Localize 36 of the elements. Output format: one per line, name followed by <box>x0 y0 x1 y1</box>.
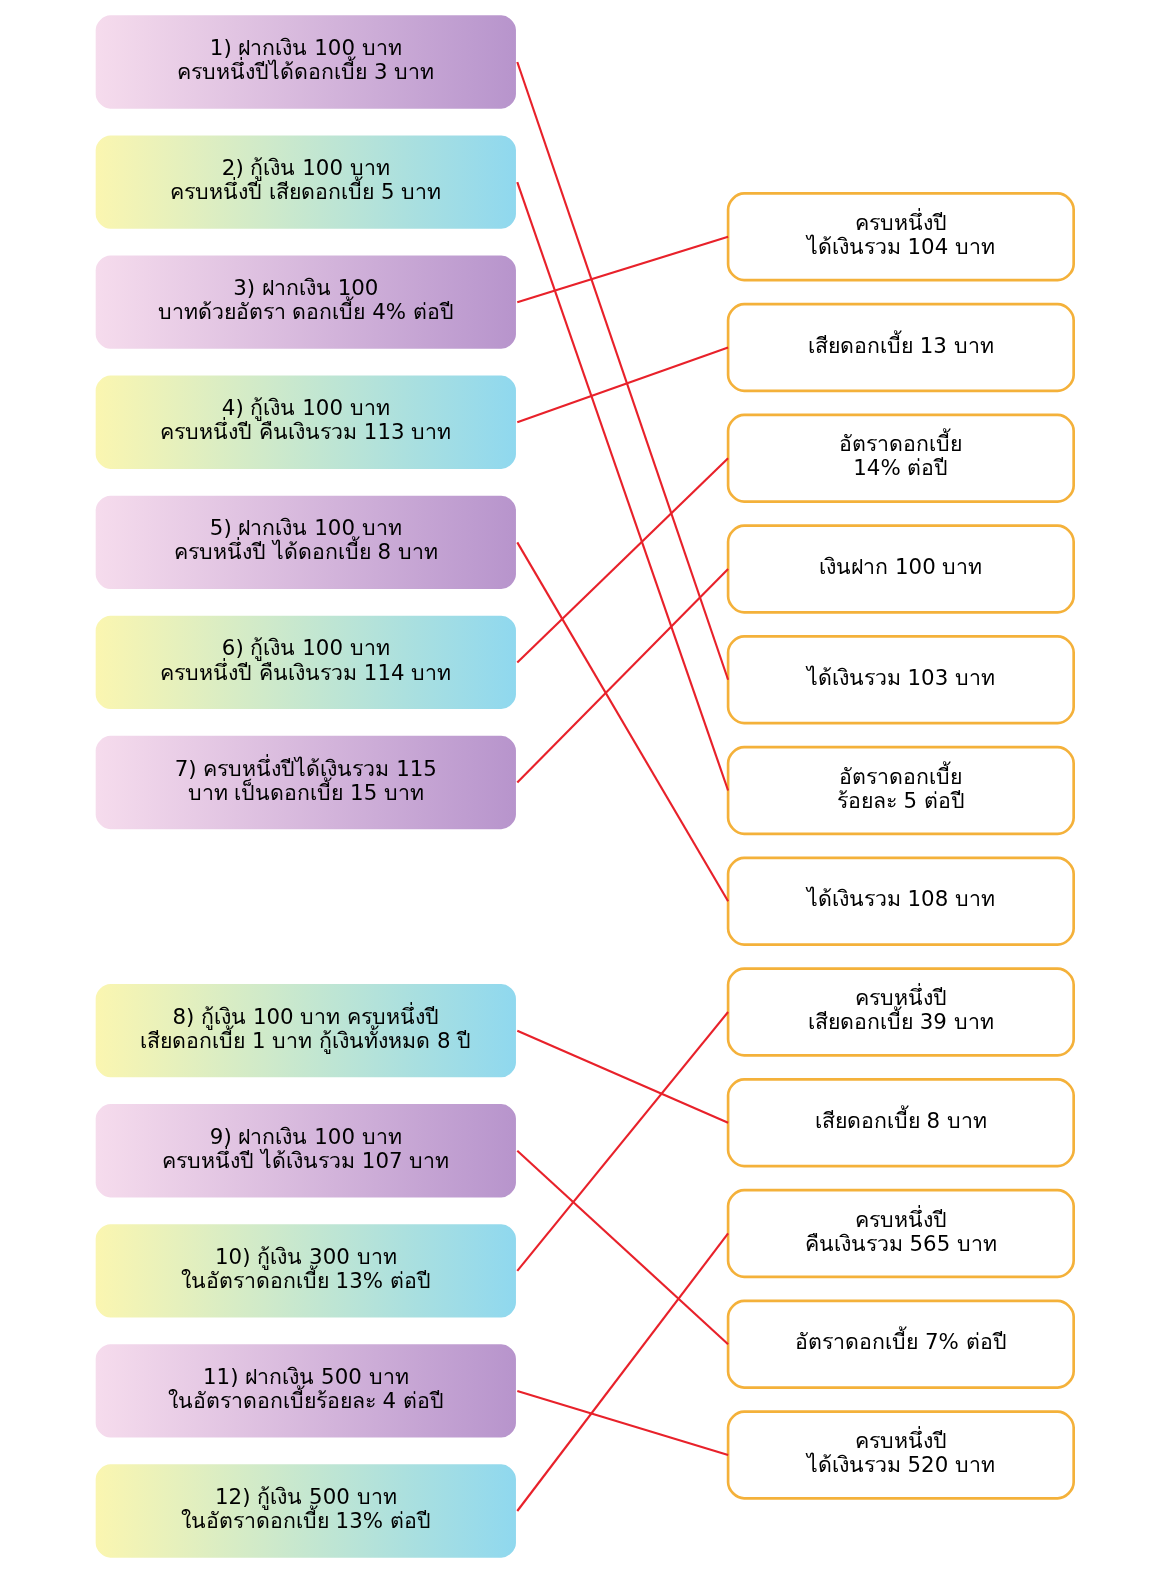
node-box: เสียดอกเบี้ย 8 บาท <box>726 1078 1075 1168</box>
connector <box>516 1232 729 1512</box>
node-box: ครบหนึ่งปี ได้เงินรวม 520 บาท <box>726 1410 1075 1500</box>
connector <box>516 1011 729 1272</box>
node-box: เงินฝาก 100 บาท <box>726 524 1075 614</box>
node-box: 6) กู้เงิน 100 บาท ครบหนึ่งปี คืนเงินรวม 114 บาท <box>93 613 519 712</box>
node-box: 1) ฝากเงิน 100 บาท ครบหนึ่งปีได้ดอกเบี้ย 3 บาท <box>93 12 519 112</box>
node-box: 10) กู้เงิน 300 บาท ในอัตราดอกเบี้ย 13% ต่อปี <box>93 1221 519 1321</box>
node-box: 3) ฝากเงิน 100 บาทด้วยอัตรา ดอกเบี้ย 4% ต่อปี <box>93 252 519 352</box>
connector <box>516 457 729 664</box>
connector <box>516 541 729 902</box>
node-box: ครบหนึ่งปี เสียดอกเบี้ย 39 บาท <box>726 967 1075 1057</box>
node-box: 12) กู้เงิน 500 บาท ในอัตราดอกเบี้ย 13% ต่อปี <box>93 1461 519 1561</box>
node-box: 9) ฝากเงิน 100 บาท ครบหนึ่งปี ได้เงินรวม 107 บาท <box>93 1101 519 1201</box>
node-box: 8) กู้เงิน 100 บาท ครบหนึ่งปี เสียดอกเบี้ย 1 บาท กู้เงินทั้งหมด 8 ปี <box>93 981 519 1081</box>
connector <box>516 61 730 681</box>
connector <box>516 181 730 791</box>
node-box: 4) กู้เงิน 100 บาท ครบหนึ่งปี คืนเงินรวม 113 บาท <box>93 372 519 472</box>
node-box: 5) ฝากเงิน 100 บาท ครบหนึ่งปี ได้ดอกเบี้ย 8 บาท <box>93 492 519 592</box>
connector <box>516 346 729 424</box>
node-box: อัตราดอกเบี้ย 7% ต่อปี <box>726 1299 1075 1389</box>
node-box: อัตราดอกเบี้ย 14% ต่อปี <box>726 413 1075 503</box>
node-box: 2) กู้เงิน 100 บาท ครบหนึ่งปี เสียดอกเบี้ย 5 บาท <box>93 132 519 232</box>
connector <box>516 1149 729 1345</box>
node-box: 11) ฝากเงิน 500 บาท ในอัตราดอกเบี้ยร้อยละ 4 ต่อปี <box>93 1341 519 1441</box>
node-box: เสียดอกเบี้ย 13 บาท <box>726 302 1075 393</box>
connector <box>516 235 729 304</box>
node-box: 7) ครบหนึ่งปีได้เงินรวม 115 บาท เป็นดอกเบี้ย 15 บาท <box>93 733 519 832</box>
node-box: ได้เงินรวม 108 บาท <box>726 856 1075 946</box>
node-box: ครบหนึ่งปี คืนเงินรวม 565 บาท <box>726 1188 1075 1279</box>
connector <box>516 1029 729 1124</box>
node-box: ครบหนึ่งปี ได้เงินรวม 104 บาท <box>726 192 1075 282</box>
node-box: อัตราดอกเบี้ย ร้อยละ 5 ต่อปี <box>726 745 1075 836</box>
node-box: ได้เงินรวม 103 บาท <box>726 635 1075 725</box>
connector <box>516 568 729 784</box>
connector <box>517 1389 729 1456</box>
